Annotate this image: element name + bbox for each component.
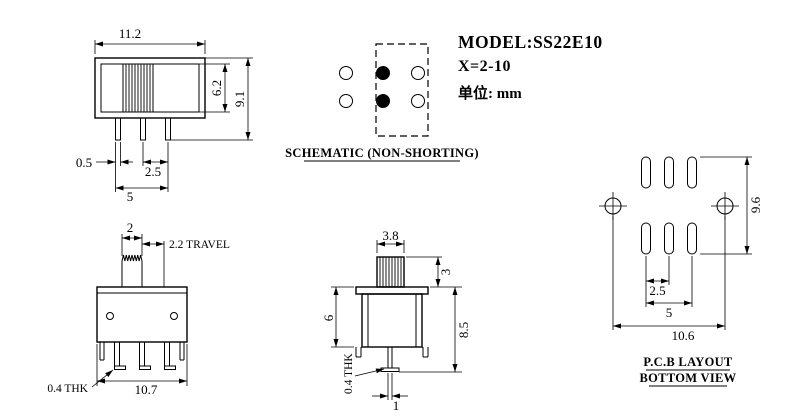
terminal-circle — [411, 94, 425, 108]
knob-hatch — [379, 257, 402, 287]
terminal-circle — [411, 66, 425, 80]
slider-knob-side — [376, 256, 405, 288]
top-view-dimensions: 11.2 6.2 9.1 0.5 2.5 5 — [76, 26, 253, 204]
knob-serrations — [121, 254, 143, 262]
pcb-pad — [664, 222, 674, 255]
dim-top-width: 11.2 — [119, 26, 141, 41]
dim-top-inner-height: 6.2 — [209, 80, 224, 96]
pin — [165, 117, 171, 141]
pcb-pad — [687, 156, 697, 189]
schematic-view: SCHEMATIC (NON-SHORTING) — [285, 43, 479, 162]
dim-top-pin-span: 5 — [127, 189, 134, 204]
pcb-pad — [687, 222, 697, 255]
dim-pcb-hole-span: 10.6 — [672, 328, 695, 343]
pin — [164, 341, 170, 367]
pin-foot — [114, 365, 126, 370]
top-view-body — [94, 57, 206, 141]
switch-body-front — [96, 286, 188, 343]
frame-flange — [355, 286, 429, 295]
dim-front-thickness: 0.4 THK — [47, 383, 88, 395]
pole-circle-filled — [376, 66, 390, 80]
dim-top-pin-width: 0.5 — [76, 155, 92, 170]
pin-side — [387, 347, 393, 368]
dim-side-body-height: 6 — [321, 314, 336, 321]
front-view-dimensions: 2 2.2 TRAVEL 10.7 0.4 THK — [47, 220, 230, 397]
switch-body-side — [361, 293, 423, 348]
dim-side-knob-height: 3 — [438, 269, 453, 276]
pcb-view: 9.6 2.5 5 10.6 P.C.B LAYOUT BOTTOM VIEW — [599, 156, 763, 387]
schematic-body-outline — [375, 43, 429, 137]
slider-hatch — [125, 64, 151, 112]
dim-pcb-row-span: 9.6 — [748, 196, 763, 213]
dim-top-pin-pitch: 2.5 — [145, 164, 161, 179]
pcb-pad — [641, 222, 651, 255]
knob-sides — [121, 261, 143, 287]
pcb-pads — [599, 156, 739, 255]
schematic-caption: SCHEMATIC (NON-SHORTING) — [285, 146, 479, 160]
model-number: MODEL:SS22E10 — [458, 32, 603, 52]
side-view: 3.8 3 8.5 6 0.4 THK 1 — [321, 228, 471, 413]
dim-pcb-pad-span: 5 — [666, 305, 673, 320]
mount-lugs-side — [355, 347, 429, 358]
pin — [139, 341, 145, 367]
terminal-circle — [339, 94, 353, 108]
pin-foot — [164, 365, 176, 370]
pcb-caption-line1: P.C.B LAYOUT — [643, 355, 733, 369]
rivet — [106, 312, 114, 320]
dim-front-knob-width: 2 — [127, 220, 134, 235]
variant-code: X=2-10 — [458, 58, 511, 75]
mount-lugs — [99, 342, 185, 361]
side-view-body — [355, 256, 429, 372]
pcb-caption-line2: BOTTOM VIEW — [640, 371, 737, 385]
dim-front-body-width: 10.7 — [135, 382, 158, 397]
pcb-pad — [664, 156, 674, 189]
front-view: 2 2.2 TRAVEL 10.7 0.4 THK — [47, 220, 230, 397]
dim-side-knob-width: 3.8 — [382, 228, 398, 243]
pin — [115, 117, 121, 141]
dim-front-travel: 2.2 TRAVEL — [169, 239, 230, 251]
front-view-body — [96, 254, 188, 370]
unit-note: 单位: mm — [458, 84, 522, 102]
pin — [114, 341, 120, 367]
dim-side-total-height: 8.5 — [456, 322, 471, 338]
title-block: MODEL:SS22E10 X=2-10 单位: mm — [458, 32, 603, 102]
pin — [140, 117, 146, 141]
pin-foot-side — [380, 367, 400, 372]
rivet — [170, 312, 178, 320]
pin-foot — [139, 365, 151, 370]
top-view: 11.2 6.2 9.1 0.5 2.5 5 — [76, 26, 253, 204]
pcb-captions: P.C.B LAYOUT BOTTOM VIEW — [640, 355, 737, 387]
pcb-dimensions: 9.6 2.5 5 10.6 — [612, 156, 763, 343]
dim-pcb-pad-pitch: 2.5 — [649, 283, 665, 298]
terminal-circle — [339, 66, 353, 80]
pcb-pad — [641, 156, 651, 189]
side-view-dimensions: 3.8 3 8.5 6 0.4 THK 1 — [321, 228, 471, 413]
dim-side-thickness: 0.4 THK — [343, 353, 355, 394]
dim-side-pin-width: 1 — [393, 398, 400, 413]
pole-circle-filled — [376, 94, 390, 108]
dim-top-total-height: 9.1 — [232, 91, 247, 107]
